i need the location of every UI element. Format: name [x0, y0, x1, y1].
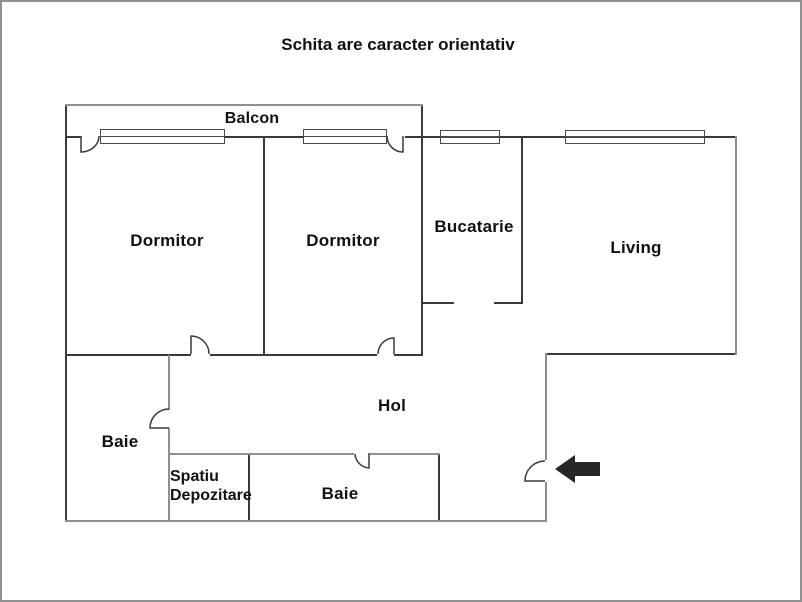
- window-dormitor-left: [100, 129, 225, 144]
- wall-balcony-right-kitchen-divider: [421, 104, 423, 355]
- window-living: [565, 130, 705, 144]
- entrance-arrow-icon: [555, 455, 600, 483]
- door-arc-balcony-left: [80, 135, 100, 153]
- storage-top-wall-seg: [370, 453, 440, 455]
- window-mid-line: [101, 135, 224, 137]
- hall-right-wall-seg: [545, 353, 547, 460]
- outer-wall-right: [735, 136, 737, 355]
- room-label-baie-bottom: Baie: [321, 484, 359, 503]
- spatiu-line1: Spatiu: [170, 468, 219, 485]
- window-mid-line: [441, 136, 499, 138]
- kitchen-bottom-wall-seg: [423, 302, 454, 304]
- room-label-baie-left: Baie: [101, 432, 139, 451]
- dormitor-bottom-wall-seg: [210, 354, 377, 356]
- dormitor-bottom-wall-seg: [65, 354, 191, 356]
- hall-right-wall-seg: [545, 482, 547, 522]
- storage-top-wall-seg: [168, 453, 354, 455]
- bath-bottom-right-wall: [438, 453, 440, 522]
- wall-dormitor-divider: [263, 136, 265, 355]
- wall-storage-bath-divider: [248, 453, 250, 522]
- bath-hall-wall-seg: [168, 428, 170, 522]
- room-label-dormitor-left: Dormitor: [130, 231, 204, 250]
- dormitor-bottom-wall-seg: [394, 354, 423, 356]
- door-arc-balcony-right: [386, 135, 404, 153]
- window-mid-line: [304, 135, 386, 137]
- wall-kitchen-living-divider: [521, 136, 523, 304]
- room-label-balcon: Balcon: [224, 110, 280, 127]
- bath-hall-wall-seg: [168, 355, 170, 410]
- living-bottom-wall: [545, 353, 737, 355]
- room-label-bucatarie: Bucatarie: [434, 217, 514, 236]
- top-wall-seg: [65, 136, 81, 138]
- top-wall-seg: [405, 136, 440, 138]
- door-arc-dormitor-left: [190, 335, 210, 355]
- outer-wall-left: [65, 104, 67, 522]
- spatiu-line2: Depozitare: [170, 487, 252, 504]
- page-title: Schita are caracter orientativ: [281, 35, 515, 54]
- door-arc-baie-left: [149, 408, 170, 429]
- top-wall-seg: [500, 136, 565, 138]
- kitchen-bottom-wall-seg: [494, 302, 523, 304]
- balcony-top-wall: [65, 104, 423, 106]
- room-label-hol: Hol: [378, 396, 406, 415]
- room-label-spatiu-depozitare: Spatiu Depozitare: [170, 467, 252, 505]
- window-dormitor-right: [303, 129, 387, 144]
- top-wall-seg: [705, 136, 737, 138]
- room-label-dormitor-right: Dormitor: [306, 231, 380, 250]
- window-bucatarie: [440, 130, 500, 144]
- door-arc-dormitor-right: [377, 337, 395, 355]
- door-arc-baie-bottom: [354, 453, 370, 469]
- outer-wall-bottom: [65, 520, 547, 522]
- door-arc-entrance: [524, 460, 546, 482]
- room-label-living: Living: [610, 238, 662, 257]
- window-mid-line: [566, 136, 704, 138]
